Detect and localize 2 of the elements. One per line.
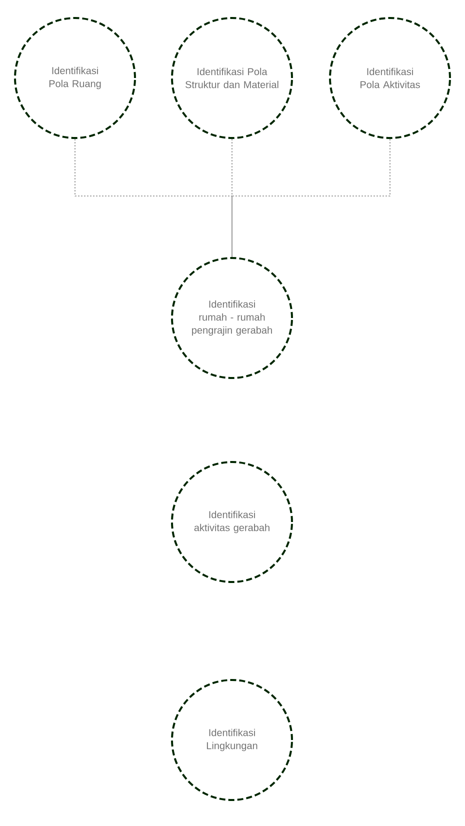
- connector-line: [74, 138, 232, 258]
- connector-line: [232, 138, 390, 258]
